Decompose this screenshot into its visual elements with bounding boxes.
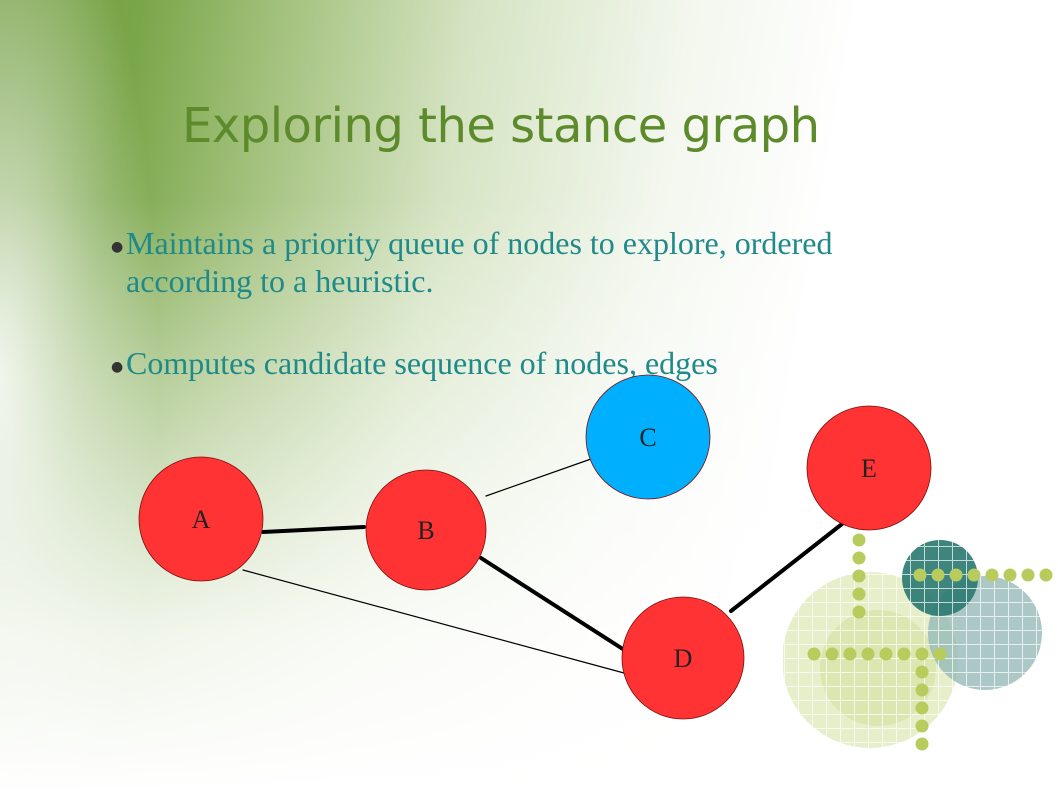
- ornament-dot: [1021, 568, 1035, 582]
- ornament-dot: [931, 568, 945, 582]
- slide-title: Exploring the stance graph: [182, 98, 820, 154]
- ornament-dot: [915, 665, 929, 679]
- graph-nodes: A B C D E: [138, 374, 932, 720]
- ornament-dot: [933, 647, 947, 661]
- graph-edge-b-d: [479, 556, 631, 655]
- ornament-dots: [807, 533, 1053, 751]
- ornament-dot: [852, 551, 866, 565]
- graph-node-label: E: [861, 454, 877, 483]
- ornament-dot: [915, 719, 929, 733]
- ornament-dot: [915, 737, 929, 751]
- graph-node-label: B: [417, 516, 434, 545]
- ornament-dot: [967, 568, 981, 582]
- graph-node-d: [621, 596, 745, 720]
- graph-node-label: C: [639, 423, 656, 452]
- ornament-dot: [825, 647, 839, 661]
- graph-node-label: A: [192, 505, 211, 534]
- ornament-dot: [915, 647, 929, 661]
- bullet-dot-icon: ●: [111, 359, 124, 375]
- graph-node-a: [138, 456, 264, 582]
- graph-node-b: [365, 469, 487, 591]
- graph-edges: [242, 458, 844, 674]
- ornament-dot: [843, 647, 857, 661]
- graph-edge-a-b: [261, 525, 366, 534]
- ornament-dot: [897, 647, 911, 661]
- graph-edge-d-e: [729, 522, 844, 613]
- graph-edge-b-c: [485, 458, 592, 497]
- ornament-dot: [1003, 568, 1017, 582]
- ornament-dot: [985, 568, 999, 582]
- bullet-text: Maintains a priority queue of nodes to e…: [126, 225, 833, 299]
- ornament-dot: [852, 533, 866, 547]
- bullet-item: ● Maintains a priority queue of nodes to…: [94, 224, 994, 300]
- ornament-dot: [852, 569, 866, 583]
- graph-edge-a-d: [242, 569, 625, 674]
- ornament-dot: [915, 701, 929, 715]
- bullet-text: Computes candidate sequence of nodes, ed…: [126, 345, 718, 381]
- ornament-dot: [879, 647, 893, 661]
- ornament-dot: [913, 568, 927, 582]
- ornament-dot: [861, 647, 875, 661]
- ornament-dot: [1039, 568, 1053, 582]
- ornament-dot: [915, 683, 929, 697]
- graph-node-c: [585, 374, 711, 500]
- ornament-dot: [949, 568, 963, 582]
- graph-node-e: [806, 405, 932, 531]
- ornament-dot: [852, 605, 866, 619]
- graph-node-label: D: [674, 644, 693, 673]
- ornament-dot: [852, 587, 866, 601]
- bullet-dot-icon: ●: [111, 239, 124, 255]
- bullet-item: ● Computes candidate sequence of nodes, …: [94, 344, 994, 382]
- ornament-dot: [807, 647, 821, 661]
